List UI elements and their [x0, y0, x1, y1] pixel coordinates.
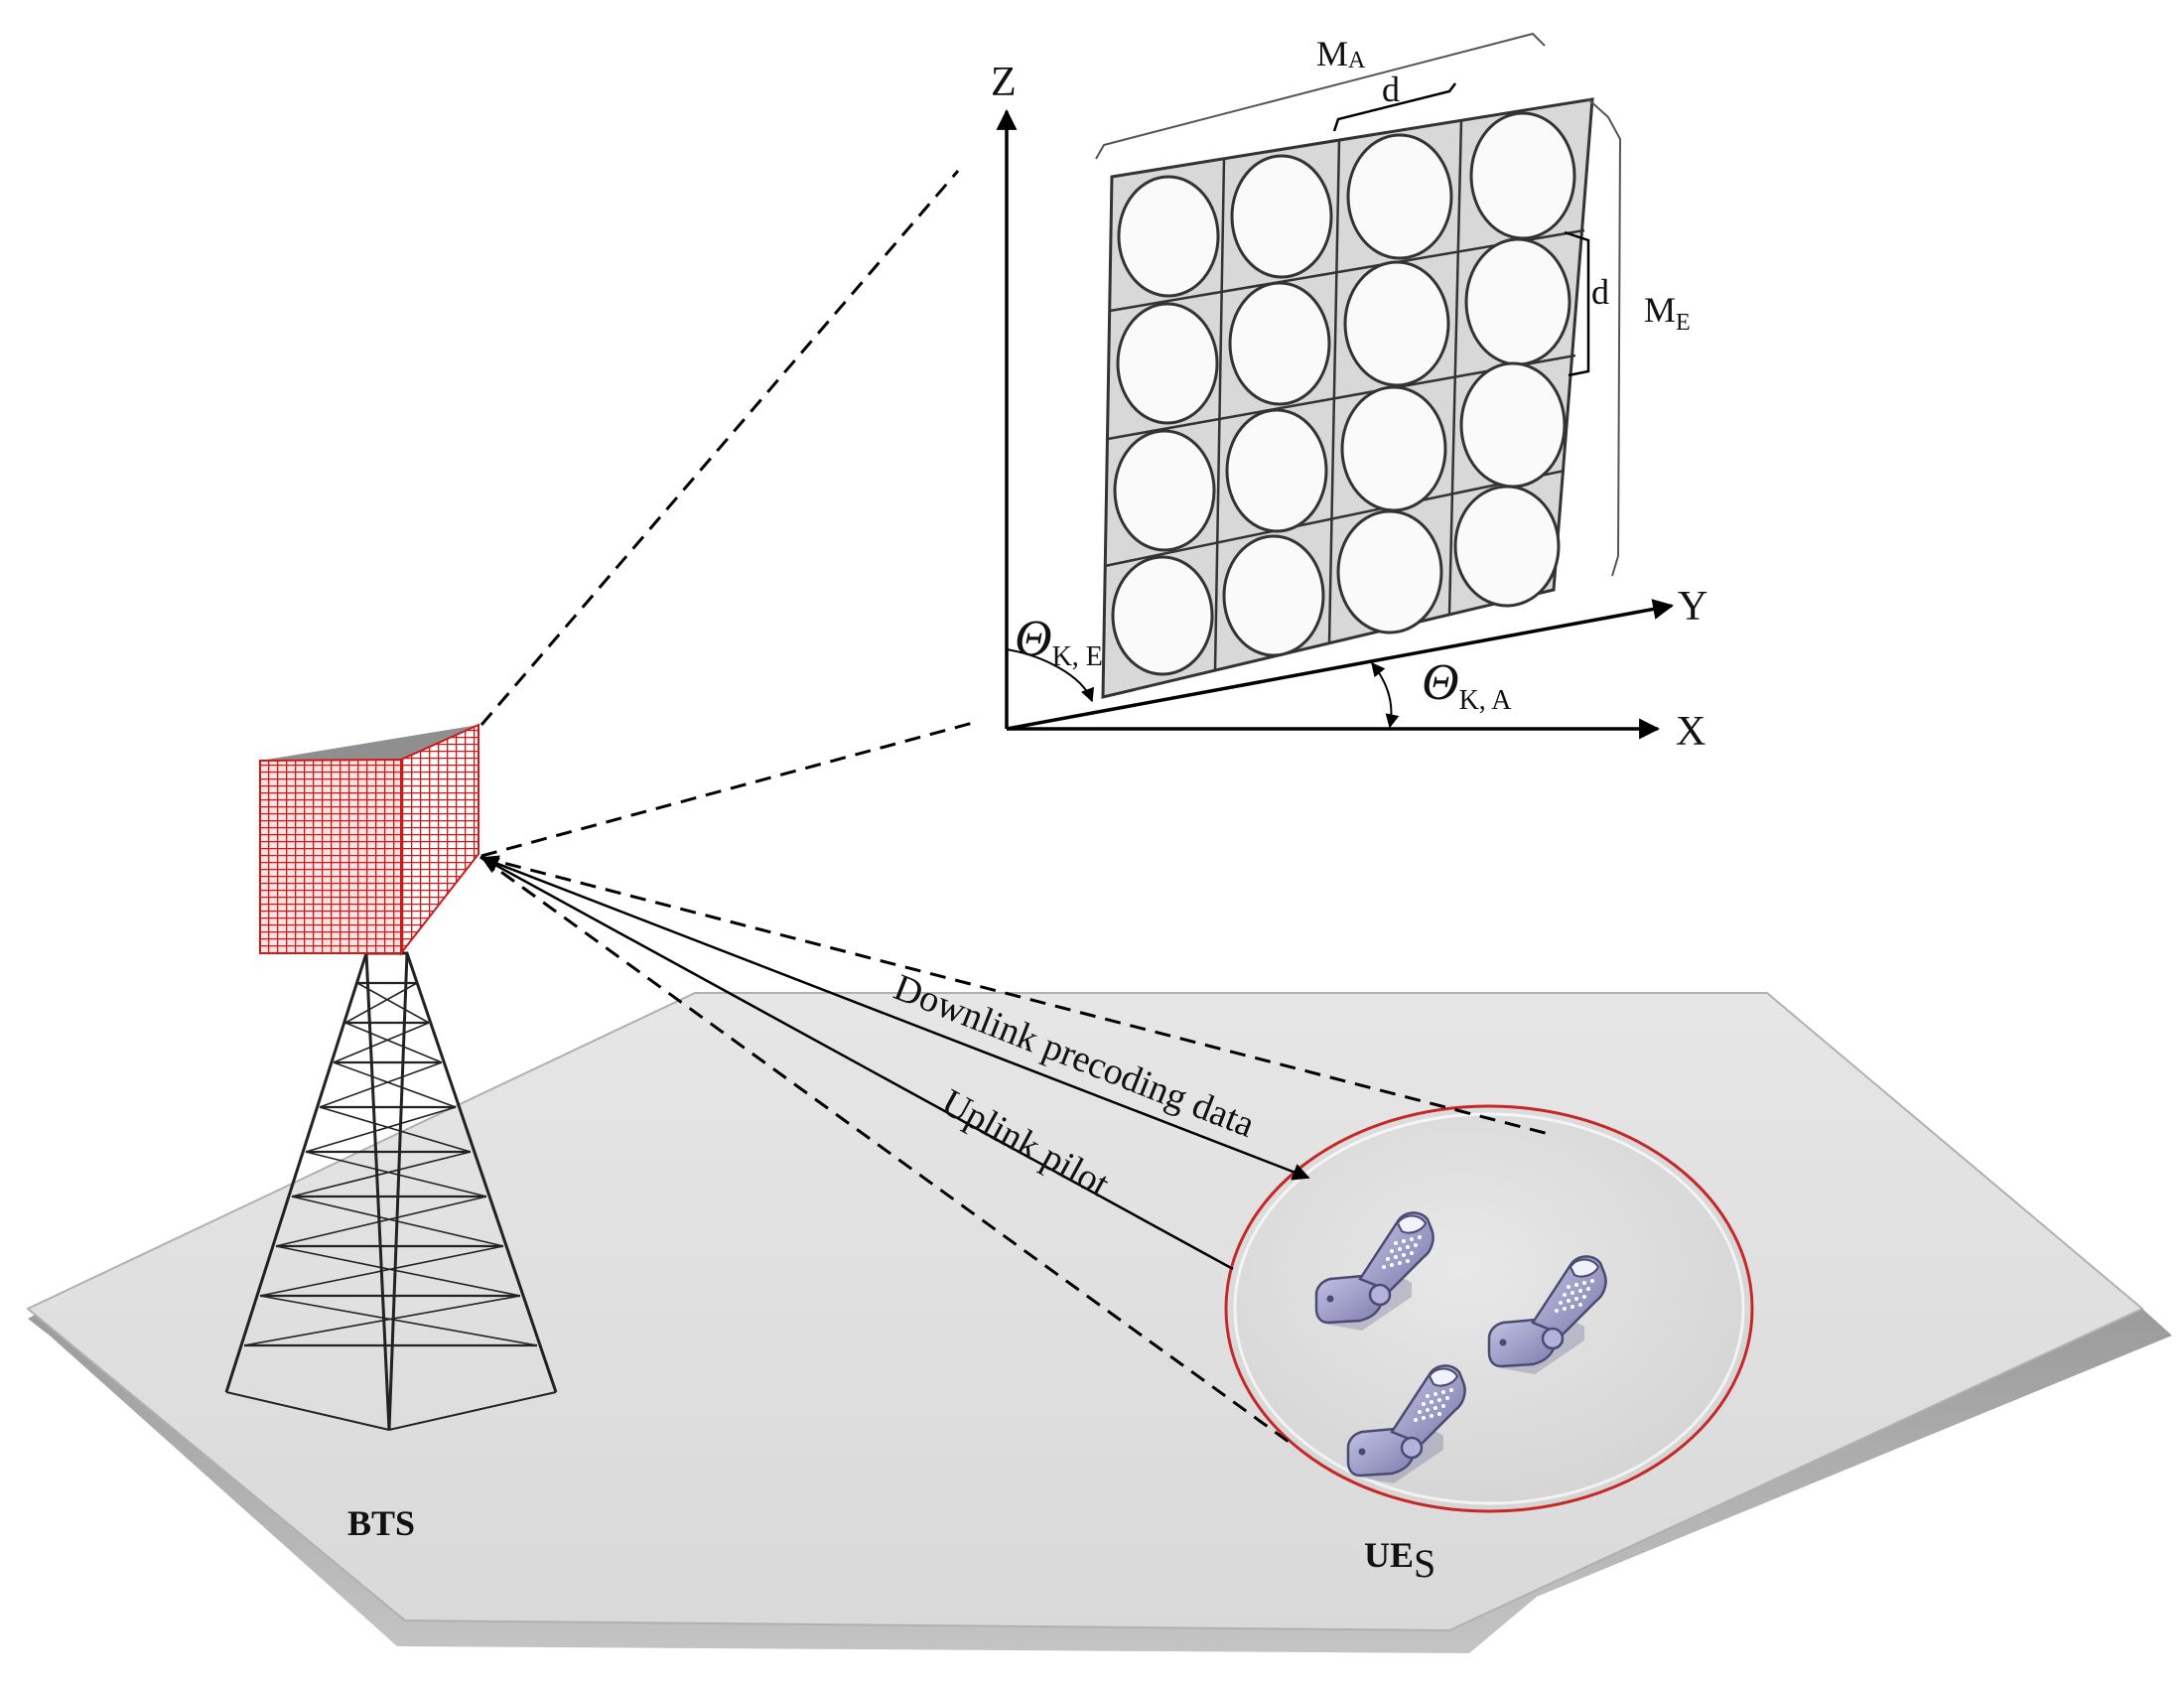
- axis-z-label: Z: [991, 60, 1017, 105]
- me-bracket: [1587, 98, 1622, 577]
- me-label: ME: [1644, 290, 1691, 336]
- dimension-brackets: [1095, 32, 1622, 577]
- d-vertical-label: d: [1591, 272, 1609, 312]
- ue-cluster: [1224, 1104, 1754, 1513]
- array-axes: [996, 108, 1675, 740]
- d-horizontal-bracket: [1332, 82, 1456, 132]
- elevation-arc: [1006, 648, 1094, 703]
- bts-label: BTS: [347, 1503, 415, 1543]
- ground-plane: [26, 992, 2172, 1653]
- y-axis: [1006, 599, 1675, 731]
- link-lines: [479, 855, 1550, 1444]
- ues-label: UES: [1364, 1535, 1435, 1586]
- azimuth-angle-label: ΘK, A: [1422, 654, 1512, 716]
- downlink-arrow: [480, 855, 1310, 1181]
- antenna-panel: [1101, 97, 1594, 699]
- d-horizontal-label: d: [1382, 70, 1400, 109]
- azimuth-arc: [1371, 661, 1400, 729]
- ma-label: MA: [1316, 34, 1366, 73]
- axis-x-label: X: [1676, 709, 1706, 755]
- elevation-angle-label: ΘK, E: [1015, 611, 1103, 672]
- axis-y-label: Y: [1678, 584, 1707, 630]
- angle-arcs: [1006, 648, 1400, 729]
- ma-bracket: [1095, 32, 1546, 160]
- zoom-lines: [479, 170, 974, 858]
- d-vertical-bracket: [1564, 230, 1590, 377]
- uplink-line: [480, 856, 1234, 1271]
- antenna-array-box: [259, 723, 479, 956]
